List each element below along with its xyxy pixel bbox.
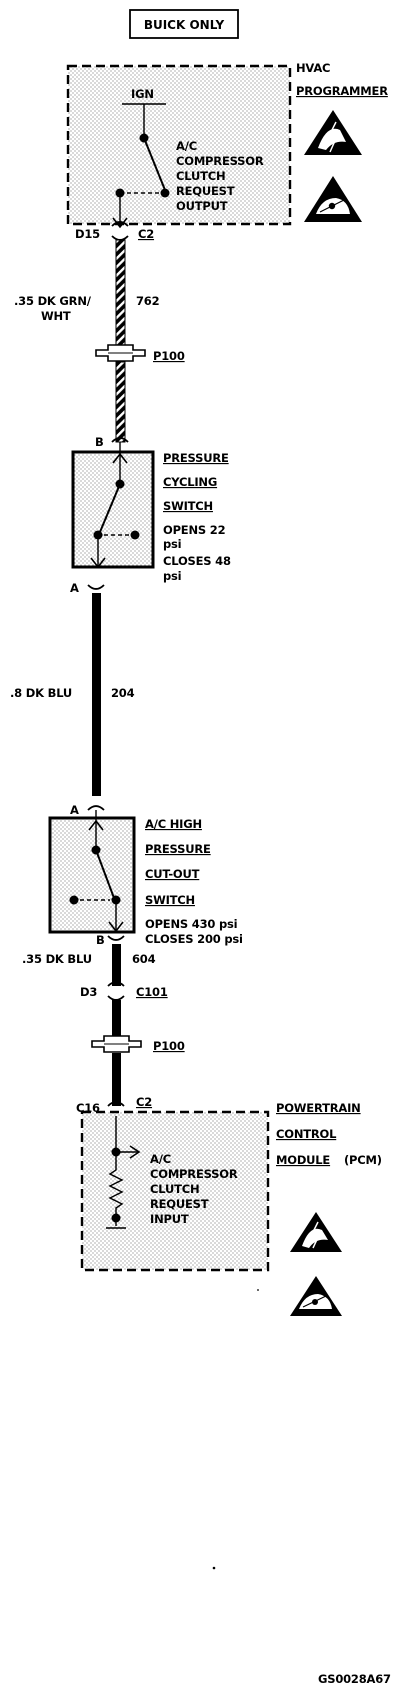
pcs-name-line2: CYCLING xyxy=(163,475,217,489)
wire-604-lower xyxy=(112,1053,121,1106)
wire2-circuit: 204 xyxy=(111,686,135,700)
switch-arm xyxy=(143,137,166,191)
hvac-name-line1: HVAC xyxy=(296,61,330,75)
hps-connector-b xyxy=(107,935,125,941)
pcm-name-line1: POWERTRAIN xyxy=(276,1101,361,1115)
hps-arrow-up-icon xyxy=(88,819,104,831)
wire3-connector: C101 xyxy=(136,985,168,999)
pcs-box xyxy=(71,450,155,569)
hvac-name-line2: PROGRAMMER xyxy=(296,84,388,98)
pcs-opens-line2: psi xyxy=(163,537,181,551)
hvac-pin-label: D15 xyxy=(75,227,100,241)
splice1-label: P100 xyxy=(153,349,185,363)
pcs-arrow-up-icon xyxy=(112,452,128,464)
pcm-circuit-line4: REQUEST xyxy=(150,1197,209,1211)
hps-name-line2: PRESSURE xyxy=(145,842,211,856)
hvac-connector-label: C2 xyxy=(138,227,154,241)
pcm-arrow-right-icon xyxy=(129,1145,141,1159)
wire-604-mid xyxy=(112,1000,121,1044)
hps-connector-a xyxy=(87,805,105,811)
pcs-connector-b xyxy=(111,437,129,443)
pcs-arm xyxy=(99,483,121,533)
esd-sensitive-icon xyxy=(304,176,362,222)
pcs-connector-a xyxy=(87,584,105,590)
wire2-gauge: .8 DK BLU xyxy=(10,686,72,700)
wire-762-lower xyxy=(115,361,126,443)
variant-text: BUICK ONLY xyxy=(144,18,225,32)
scan-speck xyxy=(257,1289,259,1291)
hvac-circuit-line4: REQUEST xyxy=(176,184,235,198)
pcm-circuit-line2: COMPRESSOR xyxy=(150,1167,238,1181)
hps-node xyxy=(69,895,79,905)
wire3-pin: D3 xyxy=(80,985,97,999)
esd-warning-icon xyxy=(304,110,362,155)
ign-label: IGN xyxy=(131,87,154,101)
hps-name-line3: CUT-OUT xyxy=(145,867,200,881)
connector-c101: D3 C101 xyxy=(80,981,168,1001)
pcm-name-line2: CONTROL xyxy=(276,1127,337,1141)
hvac-programmer-box xyxy=(66,64,292,226)
wire3-gauge: .35 DK BLU xyxy=(22,952,92,966)
pcs-closes-line2: psi xyxy=(163,569,181,583)
hvac-circuit-line2: COMPRESSOR xyxy=(176,154,264,168)
splice-p100-top: P100 xyxy=(95,344,185,363)
variant-label: BUICK ONLY xyxy=(129,9,239,39)
wire1-gauge-line2: WHT xyxy=(41,309,71,323)
pcm-esd-sensitive-icon xyxy=(290,1276,342,1316)
pcs-name-line3: SWITCH xyxy=(163,499,213,513)
pcs-pin-top: B xyxy=(95,435,104,449)
pcs-pin-bottom: A xyxy=(70,581,79,595)
hps-opens: OPENS 430 psi xyxy=(145,917,237,931)
pcs-closes-line1: CLOSES 48 xyxy=(163,554,231,568)
pcs-node xyxy=(130,530,140,540)
pcm-circuit-line1: A/C xyxy=(150,1152,171,1166)
wire-204 xyxy=(92,593,101,796)
pcm-name-line3: MODULE xyxy=(276,1153,330,1167)
pcs-name-line1: PRESSURE xyxy=(163,451,229,465)
wire1-gauge-line1: .35 DK GRN/ xyxy=(14,294,92,308)
hps-arrow-down-icon xyxy=(108,921,124,933)
scan-speck xyxy=(212,1566,216,1570)
powertrain-control-module: POWERTRAIN CONTROL MODULE (PCM) A/C COMP… xyxy=(80,1101,382,1316)
pcm-name-line3b: (PCM) xyxy=(344,1153,382,1167)
hps-closes: CLOSES 200 psi xyxy=(145,932,243,946)
hps-name-line4: SWITCH xyxy=(145,893,195,907)
wire-604 xyxy=(112,944,121,986)
hps-pin-bottom: B xyxy=(96,933,105,947)
pcm-connector-label: C2 xyxy=(136,1095,152,1109)
hps-arm xyxy=(95,849,115,899)
hvac-circuit-line1: A/C xyxy=(176,139,197,153)
hvac-circuit-line3: CLUTCH xyxy=(176,169,225,183)
hps-pin-top: A xyxy=(70,803,79,817)
figure-code: GS0028A67 xyxy=(318,1672,391,1686)
splice2-label: P100 xyxy=(153,1039,185,1053)
hps-name-line1: A/C HIGH xyxy=(145,817,202,831)
connector-c2-top: D15 C2 xyxy=(75,221,154,241)
pcs-arrow-down-icon xyxy=(90,557,106,569)
pcm-circuit-line3: CLUTCH xyxy=(150,1182,199,1196)
wire1-circuit: 762 xyxy=(136,294,159,308)
pcs-opens-line1: OPENS 22 xyxy=(163,523,225,537)
output-arrow-icon xyxy=(112,217,128,229)
hvac-circuit-line5: OUTPUT xyxy=(176,199,228,213)
pcm-circuit-line5: INPUT xyxy=(150,1212,189,1226)
wire-762 xyxy=(115,239,126,355)
high-pressure-cutout-switch: A A/C HIGH PRESSURE CUT-OUT SWITCH OPENS… xyxy=(48,803,243,947)
splice-p100-bottom: P100 xyxy=(91,1035,185,1053)
pressure-cycling-switch: B PRESSURE CYCLING SWITCH OPENS 22 psi C… xyxy=(70,435,231,595)
switch-contact xyxy=(160,188,170,198)
pcm-esd-warning-icon xyxy=(290,1212,342,1252)
hvac-programmer: HVAC PROGRAMMER IGN A/C COMPRESSOR CLUTC… xyxy=(66,61,388,229)
hps-box xyxy=(48,816,136,934)
wire3-circuit: 604 xyxy=(132,952,156,966)
pcm-box xyxy=(80,1110,270,1272)
pull-down-resistor-icon xyxy=(108,1156,124,1216)
